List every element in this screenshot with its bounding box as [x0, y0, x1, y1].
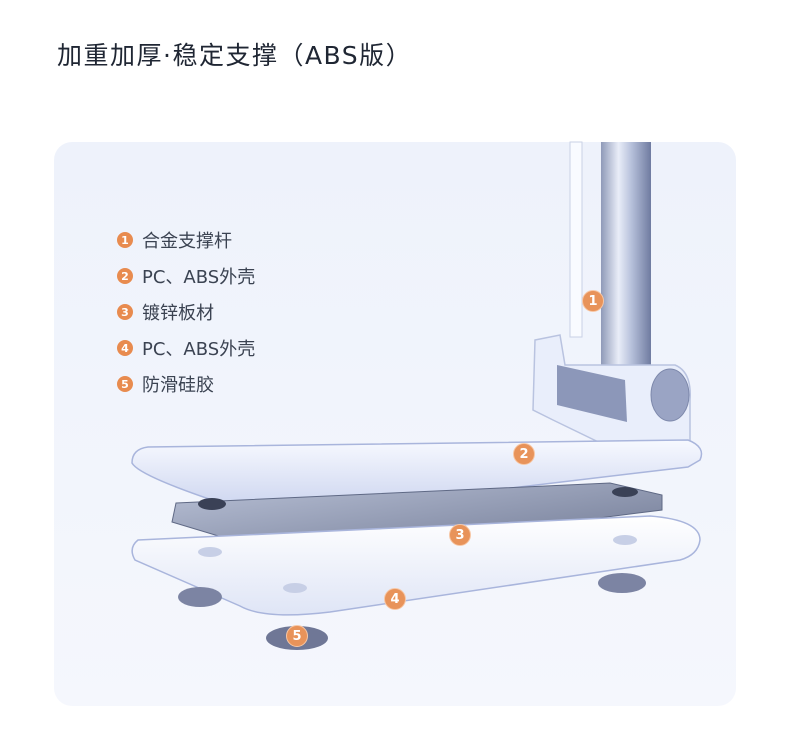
tray-post [283, 583, 307, 593]
silicone-foot [178, 587, 222, 607]
callout-marker-4: 4 [384, 588, 406, 610]
back-panel [569, 141, 583, 338]
top-shell [131, 439, 703, 515]
callout-marker-2: 2 [513, 443, 535, 465]
legend-label: 合金支撑杆 [142, 231, 232, 252]
legend-number-badge: 4 [117, 340, 133, 356]
callout-marker-1: 1 [582, 290, 604, 312]
hinge-knob [650, 368, 690, 422]
legend-label: 防滑硅胶 [142, 375, 214, 396]
legend-item: 5 防滑硅胶 [117, 366, 255, 402]
legend-item: 1 合金支撑杆 [117, 222, 255, 258]
legend-item: 2 PC、ABS外壳 [117, 258, 255, 294]
legend-number-badge: 5 [117, 376, 133, 392]
callout-marker-3: 3 [449, 524, 471, 546]
hinge-slot [557, 365, 627, 422]
plate-hole [612, 487, 638, 497]
tray-post [613, 535, 637, 545]
legend-label: 镀锌板材 [142, 303, 214, 324]
callout-marker-5: 5 [286, 625, 308, 647]
parts-legend: 1 合金支撑杆 2 PC、ABS外壳 3 镀锌板材 4 PC、ABS外壳 5 防… [117, 222, 255, 402]
legend-number-badge: 3 [117, 304, 133, 320]
silicone-foot [598, 573, 646, 593]
legend-number-badge: 2 [117, 268, 133, 284]
legend-number-badge: 1 [117, 232, 133, 248]
support-pole [601, 142, 651, 372]
legend-item: 4 PC、ABS外壳 [117, 330, 255, 366]
legend-label: PC、ABS外壳 [142, 339, 256, 360]
bottom-shell [131, 515, 701, 616]
legend-item: 3 镀锌板材 [117, 294, 255, 330]
tray-post [198, 547, 222, 557]
legend-label: PC、ABS外壳 [142, 267, 256, 288]
plate-hole [198, 498, 226, 510]
page-title: 加重加厚·稳定支撑（ABS版） [57, 41, 413, 70]
